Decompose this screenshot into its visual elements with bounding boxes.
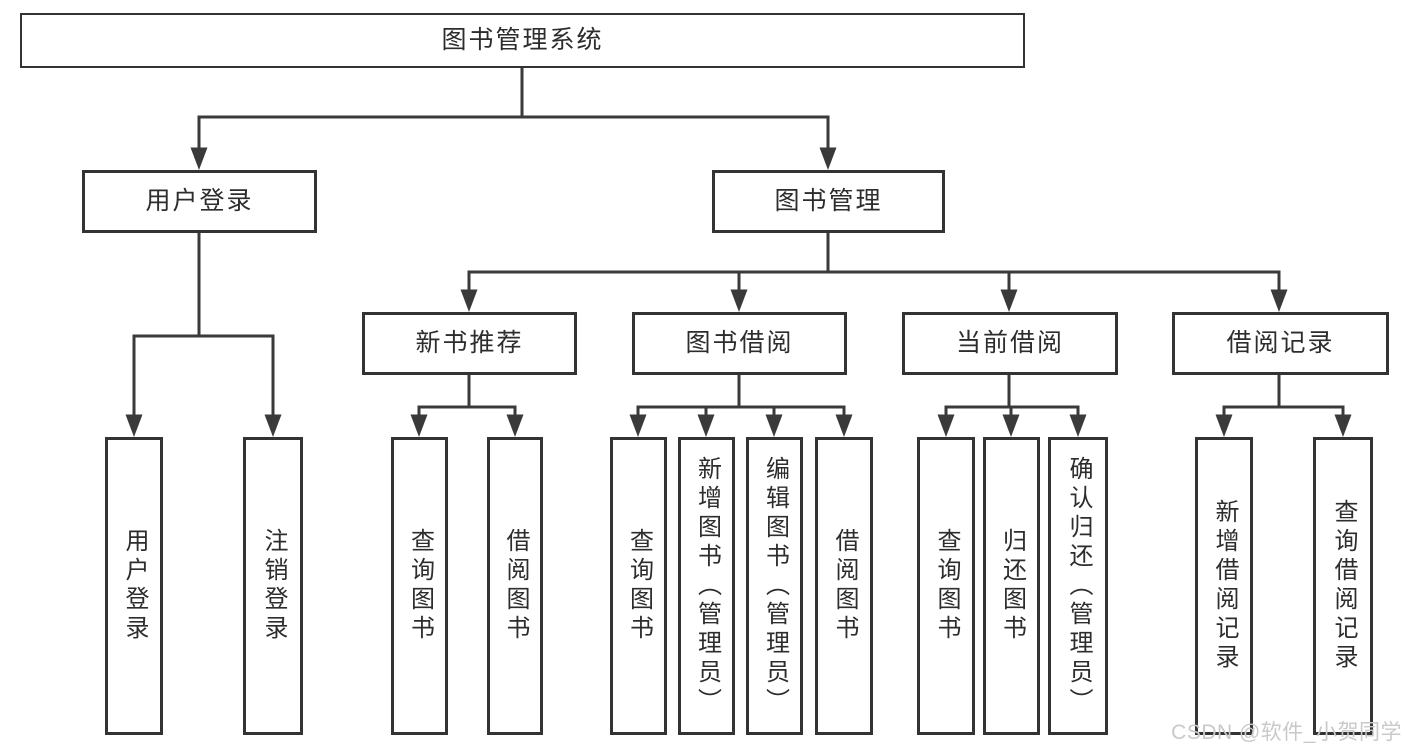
arrowheads — [125, 147, 1352, 437]
node-label: 新书推荐 — [415, 329, 524, 357]
arrow-down-icon — [1215, 414, 1233, 437]
arrow-down-icon — [1334, 414, 1352, 437]
arrow-down-icon — [460, 289, 478, 312]
leaf-confirm-return-admin: 确认归还（管理员） — [1048, 437, 1108, 735]
node-book-management: 图书管理 — [712, 170, 945, 233]
node-label: 查询图书 — [933, 528, 960, 644]
arrow-down-icon — [697, 414, 715, 437]
arrow-down-icon — [835, 414, 853, 437]
node-label: 图书管理系统 — [441, 26, 604, 54]
leaf-query-books-borrow: 查询图书 — [610, 437, 667, 735]
arrow-down-icon — [125, 414, 143, 437]
node-label: 用户登录 — [121, 528, 148, 644]
arrow-down-icon — [1000, 289, 1018, 312]
watermark: CSDN @软件_小贺同学 — [1171, 721, 1402, 744]
leaf-query-books-current: 查询图书 — [917, 437, 975, 735]
node-label: 查询图书 — [625, 528, 653, 644]
node-label: 借阅图书 — [502, 528, 529, 644]
node-label: 新增图书（管理员） — [693, 455, 721, 717]
node-label: 查询图书 — [406, 528, 434, 644]
connector-bookmgmt-to-level2 — [467, 231, 1281, 293]
node-label: 借阅记录 — [1226, 329, 1335, 357]
node-label: 图书管理 — [774, 187, 883, 215]
leaf-query-books-recommend: 查询图书 — [391, 437, 448, 735]
leaf-user-login: 用户登录 — [105, 437, 163, 735]
arrow-down-icon — [819, 147, 837, 170]
arrow-down-icon — [1069, 414, 1087, 437]
arrow-down-icon — [1002, 414, 1020, 437]
arrow-down-icon — [765, 414, 783, 437]
leaf-add-borrow-record: 新增借阅记录 — [1195, 437, 1253, 735]
leaf-edit-books-admin: 编辑图书（管理员） — [746, 437, 803, 735]
arrow-down-icon — [506, 414, 524, 437]
node-label: 图书借阅 — [685, 329, 794, 357]
leaf-logout: 注销登录 — [243, 437, 303, 735]
arrow-down-icon — [730, 289, 748, 312]
node-book-borrow: 图书借阅 — [632, 312, 847, 375]
arrow-down-icon — [264, 414, 282, 437]
connector-bookborrow-to-leaves — [636, 373, 846, 418]
node-system-root: 图书管理系统 — [20, 13, 1025, 68]
arrow-down-icon — [190, 147, 208, 170]
node-label: 注销登录 — [260, 528, 287, 644]
node-label: 用户登录 — [145, 187, 254, 215]
arrow-down-icon — [410, 414, 428, 437]
arrow-down-icon — [629, 414, 647, 437]
leaf-return-books: 归还图书 — [983, 437, 1040, 735]
node-user-login: 用户登录 — [82, 170, 317, 233]
node-label: 当前借阅 — [955, 329, 1064, 357]
leaf-borrow-books-recommend: 借阅图书 — [487, 437, 543, 735]
connector-records-to-leaves — [1222, 373, 1345, 418]
arrow-down-icon — [937, 414, 955, 437]
connector-root-to-level1 — [197, 66, 830, 152]
node-label: 归还图书 — [998, 528, 1026, 644]
connector-userlogin-to-leaves — [132, 231, 275, 418]
node-label: 确认归还（管理员） — [1065, 455, 1092, 717]
node-current-borrow: 当前借阅 — [902, 312, 1118, 375]
leaf-borrow-books: 借阅图书 — [815, 437, 873, 735]
node-label: 查询借阅记录 — [1330, 499, 1357, 673]
connector-newbooks-to-leaves — [417, 373, 517, 418]
connector-currentborrow-to-leaves — [944, 373, 1080, 418]
node-label: 借阅图书 — [831, 528, 858, 644]
node-label: 编辑图书（管理员） — [761, 455, 789, 717]
node-borrow-records: 借阅记录 — [1172, 312, 1389, 375]
leaf-query-borrow-record: 查询借阅记录 — [1313, 437, 1373, 735]
leaf-add-books-admin: 新增图书（管理员） — [678, 437, 735, 735]
node-label: 新增借阅记录 — [1211, 499, 1238, 673]
arrow-down-icon — [1270, 289, 1288, 312]
node-new-book-recommend: 新书推荐 — [362, 312, 577, 375]
